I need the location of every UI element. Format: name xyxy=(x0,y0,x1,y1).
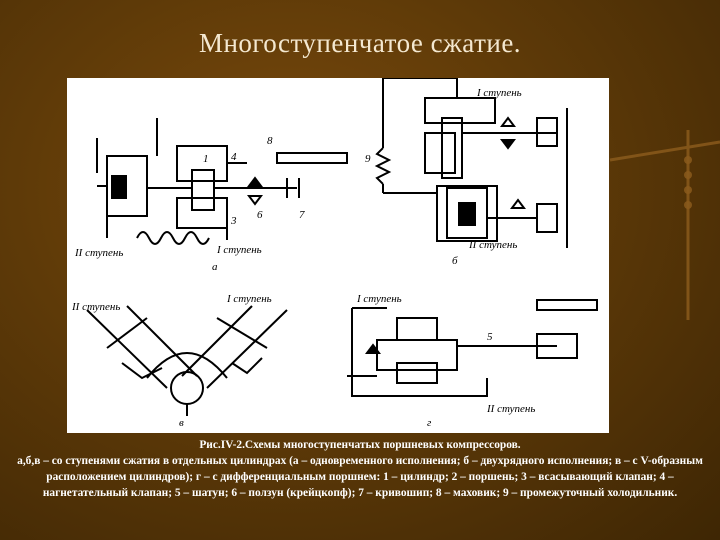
label-c-stage1: I ступень xyxy=(226,293,272,305)
label-n5: 5 xyxy=(487,331,493,343)
label-n6: 6 xyxy=(257,209,263,221)
label-b-letter: б xyxy=(452,255,458,267)
label-n7: 7 xyxy=(299,209,305,221)
label-b-stage1: I ступень xyxy=(476,87,522,99)
label-n4: 4 xyxy=(231,151,237,163)
label-n9: 9 xyxy=(365,153,371,165)
label-n3: 3 xyxy=(230,215,237,227)
label-c-stage2: II ступень xyxy=(71,301,120,313)
label-d-letter: г xyxy=(427,417,432,429)
caption-body: а,б,в – со ступенями сжатия в отдельных … xyxy=(17,455,703,499)
label-a-stage1: I ступень xyxy=(216,244,262,256)
label-n1: 1 xyxy=(203,153,209,165)
label-d-stage2: II ступень xyxy=(486,403,535,415)
label-a-letter: а xyxy=(212,261,218,273)
label-d-stage1: I ступень xyxy=(356,293,402,305)
label-b-stage2: II ступень xyxy=(468,239,517,251)
caption-title: Рис.IV-2.Схемы многоступенчатых поршневы… xyxy=(199,439,521,451)
slide-title: Многоступенчатое сжатие. xyxy=(198,28,522,58)
label-n8: 8 xyxy=(267,135,273,147)
label-n2: 2 xyxy=(115,181,121,193)
label-a-stage2: II ступень xyxy=(74,247,123,259)
scale-decoration xyxy=(609,130,720,320)
figure-caption: Рис.IV-2.Схемы многоступенчатых поршневы… xyxy=(6,437,714,501)
compressor-diagram: II ступень I ступень а I ступень II ступ… xyxy=(67,78,609,433)
label-c-letter: в xyxy=(179,417,184,429)
